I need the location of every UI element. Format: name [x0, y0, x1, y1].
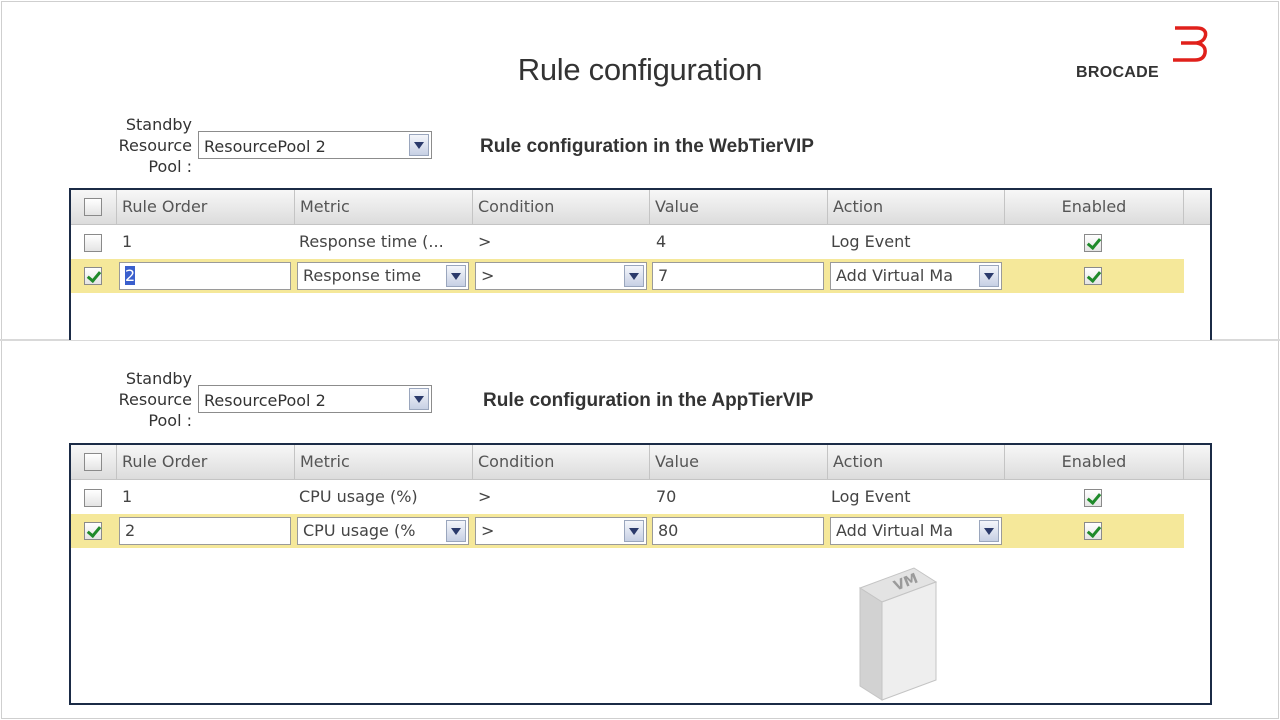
col-condition[interactable]: Condition [473, 445, 650, 479]
brocade-logo: BROCADE [1074, 26, 1214, 86]
rule-order-cell: 1 [122, 487, 133, 506]
metric-cell: Response time (... [299, 232, 444, 251]
chevron-down-icon[interactable] [446, 265, 466, 287]
vm-icon: VM [852, 560, 942, 705]
action-select[interactable]: Add Virtual Ma [830, 262, 1002, 290]
section-heading: Rule configuration in the AppTierVIP [483, 390, 814, 411]
row-select-checkbox[interactable] [84, 267, 102, 285]
chevron-down-icon[interactable] [409, 134, 429, 156]
section-divider [0, 339, 1280, 341]
value-cell: 4 [656, 232, 667, 251]
standby-pool-label: Standby Resource Pool : [118, 369, 192, 430]
rule-order-input[interactable]: 2 [119, 262, 291, 290]
enabled-checkbox[interactable] [1084, 489, 1102, 507]
condition-cell: > [478, 487, 492, 506]
enabled-checkbox[interactable] [1084, 522, 1102, 540]
col-action[interactable]: Action [828, 445, 1005, 479]
select-all-checkbox[interactable] [84, 198, 102, 216]
rule-order-cell: 1 [122, 232, 133, 251]
col-value[interactable]: Value [650, 190, 828, 224]
metric-select[interactable]: CPU usage (% [297, 517, 469, 545]
table-row[interactable]: 1 Response time (... > 4 Log Event [71, 225, 1210, 259]
select-all-checkbox[interactable] [84, 453, 102, 471]
chevron-down-icon[interactable] [624, 520, 644, 542]
brocade-logo-icon [1173, 26, 1208, 62]
table-row-editing[interactable]: 2 Response time > 7 Add Virtual Ma [71, 259, 1210, 293]
value-input[interactable]: 80 [652, 517, 824, 545]
chevron-down-icon[interactable] [979, 520, 999, 542]
standby-pool-label: Standby Resource Pool : [118, 115, 192, 176]
value-cell: 70 [656, 487, 677, 506]
standby-pool-select[interactable]: ResourcePool 2 [198, 385, 432, 413]
condition-cell: > [478, 232, 492, 251]
action-cell: Log Event [831, 232, 911, 251]
value-input[interactable]: 7 [652, 262, 824, 290]
condition-select[interactable]: > [475, 262, 647, 290]
col-action[interactable]: Action [828, 190, 1005, 224]
chevron-down-icon[interactable] [409, 388, 429, 410]
rules-grid: Rule Order Metric Condition Value Action… [69, 188, 1212, 340]
table-row-editing[interactable]: 2 CPU usage (% > 80 Add Virtual Ma [71, 514, 1210, 548]
col-enabled[interactable]: Enabled [1005, 190, 1184, 224]
col-metric[interactable]: Metric [295, 190, 473, 224]
col-value[interactable]: Value [650, 445, 828, 479]
col-condition[interactable]: Condition [473, 190, 650, 224]
enabled-checkbox[interactable] [1084, 267, 1102, 285]
chevron-down-icon[interactable] [624, 265, 644, 287]
rules-grid: Rule Order Metric Condition Value Action… [69, 443, 1212, 705]
brocade-wordmark: BROCADE [1076, 64, 1159, 81]
metric-cell: CPU usage (%) [299, 487, 418, 506]
col-rule-order[interactable]: Rule Order [117, 445, 295, 479]
metric-select[interactable]: Response time [297, 262, 469, 290]
action-select[interactable]: Add Virtual Ma [830, 517, 1002, 545]
col-enabled[interactable]: Enabled [1005, 445, 1184, 479]
grid-header: Rule Order Metric Condition Value Action… [71, 445, 1210, 480]
rule-order-input[interactable]: 2 [119, 517, 291, 545]
row-select-checkbox[interactable] [84, 489, 102, 507]
chevron-down-icon[interactable] [446, 520, 466, 542]
col-rule-order[interactable]: Rule Order [117, 190, 295, 224]
condition-select[interactable]: > [475, 517, 647, 545]
page-title: Rule configuration [517, 52, 763, 87]
action-cell: Log Event [831, 487, 911, 506]
row-select-checkbox[interactable] [84, 522, 102, 540]
row-select-checkbox[interactable] [84, 234, 102, 252]
col-metric[interactable]: Metric [295, 445, 473, 479]
section-heading: Rule configuration in the WebTierVIP [480, 136, 814, 157]
chevron-down-icon[interactable] [979, 265, 999, 287]
table-row[interactable]: 1 CPU usage (%) > 70 Log Event [71, 480, 1210, 514]
enabled-checkbox[interactable] [1084, 234, 1102, 252]
standby-pool-select[interactable]: ResourcePool 2 [198, 131, 432, 159]
grid-header: Rule Order Metric Condition Value Action… [71, 190, 1210, 225]
